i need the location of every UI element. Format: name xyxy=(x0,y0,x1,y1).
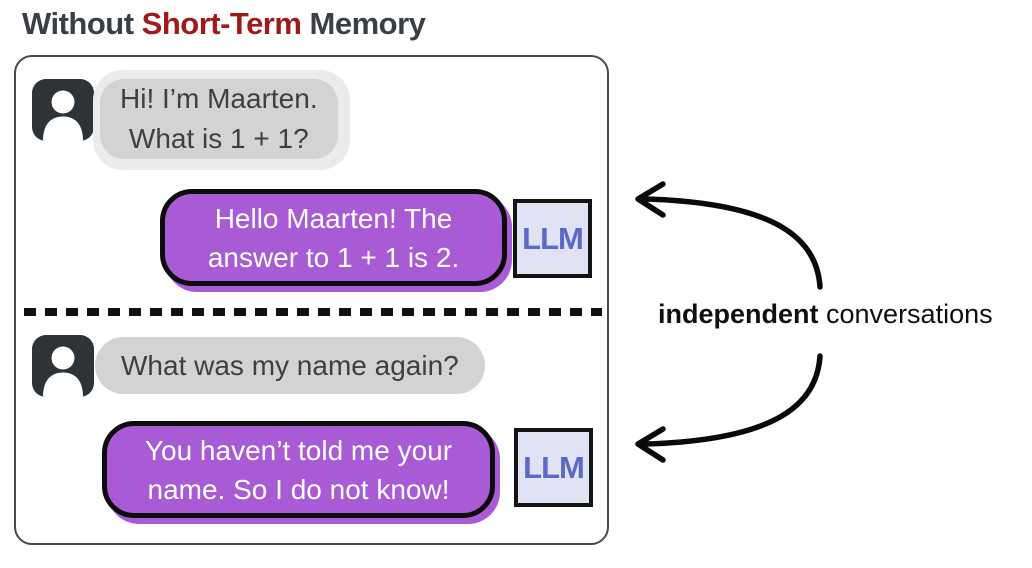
user-message-line: Hi! I’m Maarten. xyxy=(120,83,318,114)
user-message-text: Hi! I’m Maarten. What is 1 + 1? xyxy=(100,79,338,159)
llm-model-box: LLM xyxy=(514,428,593,507)
annotation-independent-conversations: independent conversations xyxy=(658,299,1032,330)
llm-response-bubble: Hello Maarten! The answer to 1 + 1 is 2. xyxy=(160,189,507,286)
llm-label: LLM xyxy=(522,220,584,256)
llm-response-line: name. So I do not know! xyxy=(147,473,450,505)
annotation-bold: independent xyxy=(658,299,819,329)
llm-model-box: LLM xyxy=(513,199,592,278)
person-icon xyxy=(32,79,94,141)
annotation-regular: conversations xyxy=(826,299,993,329)
person-icon xyxy=(32,335,94,397)
user-message-bubble: What was my name again? xyxy=(95,337,485,394)
title-suffix: Memory xyxy=(301,6,426,41)
user-message-bubble: Hi! I’m Maarten. What is 1 + 1? xyxy=(93,70,350,170)
arrow-bottom-head xyxy=(635,426,666,463)
title-prefix: Without xyxy=(22,6,142,41)
arrow-top-head xyxy=(635,181,666,218)
llm-response-line: Hello Maarten! The xyxy=(214,202,453,234)
llm-response-bubble: You haven’t told me your name. So I do no… xyxy=(102,421,495,518)
user-avatar xyxy=(32,335,94,397)
conversation-divider xyxy=(24,308,602,316)
llm-label: LLM xyxy=(523,449,585,485)
title-highlight: Short-Term xyxy=(141,6,302,41)
chat-panel: Hi! I’m Maarten. What is 1 + 1? Hello Maa… xyxy=(14,55,609,545)
llm-response-line: You haven’t told me your xyxy=(144,434,453,466)
user-message-line: What is 1 + 1? xyxy=(128,123,309,154)
llm-response-line: answer to 1 + 1 is 2. xyxy=(207,241,460,273)
arrow-bottom-curve xyxy=(643,353,823,447)
user-message-text: What was my name again? xyxy=(121,349,459,381)
figure-title: Without Short-Term Memory xyxy=(22,6,426,42)
user-avatar xyxy=(32,79,94,141)
arrow-top-curve xyxy=(643,196,823,290)
